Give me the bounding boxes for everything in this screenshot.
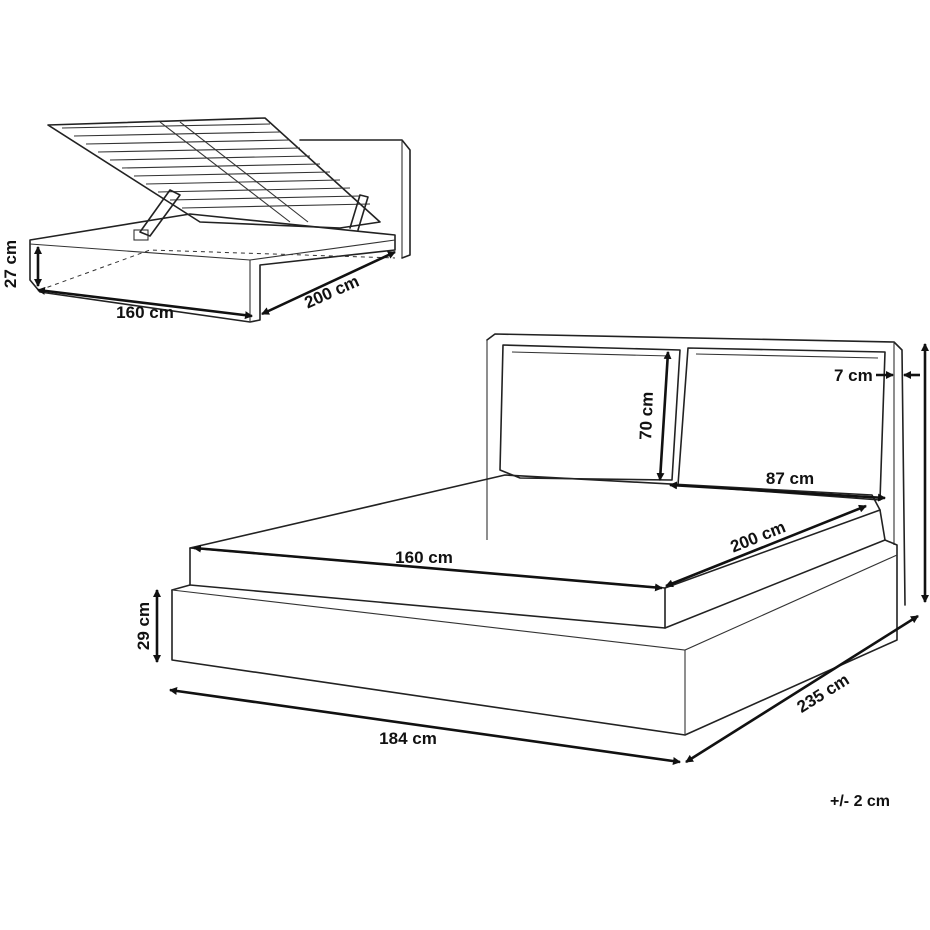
label-cushion-height: 70 cm <box>636 391 657 440</box>
label-cushion-width: 87 cm <box>766 469 814 488</box>
label-headboard-thickness: 7 cm <box>834 366 873 385</box>
dimension-line-mattress-width <box>193 544 663 592</box>
tolerance-note: +/- 2 cm <box>830 793 890 810</box>
label-mattress-length: 200 cm <box>728 517 789 556</box>
dimension-line-open-width <box>37 286 253 320</box>
dimension-line-total-length <box>685 614 919 764</box>
dimension-line-total-width <box>169 687 681 765</box>
label-mattress-width: 160 cm <box>395 548 453 567</box>
dimension-line-mattress-length <box>665 504 867 588</box>
dimension-line-cushion-width <box>669 481 886 502</box>
label-base-height: 29 cm <box>134 602 153 650</box>
label-total-width: 184 cm <box>379 729 437 748</box>
label-open-length: 200 cm <box>302 272 362 313</box>
dimension-line-cushion-height <box>656 351 672 481</box>
dimension-line-open-length <box>261 250 396 316</box>
label-open-width: 160 cm <box>116 303 174 322</box>
label-open-height: 27 cm <box>1 240 20 288</box>
